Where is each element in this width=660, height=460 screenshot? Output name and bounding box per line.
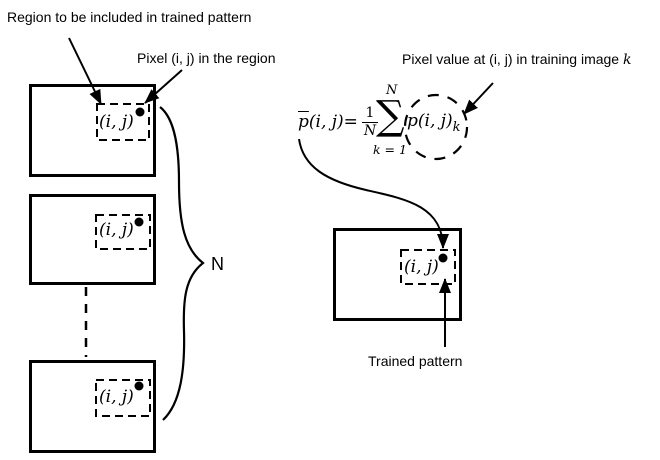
region-label-arrow — [68, 37, 102, 105]
cell-label-2: (i, j) — [99, 220, 134, 240]
formula-mean-term: p(i, j)= — [298, 112, 358, 132]
training-image-2-rect — [29, 194, 156, 285]
formula-sum-upper-limit: N — [386, 83, 398, 98]
pixel-region-box-1 — [96, 103, 150, 141]
formula-fraction-denominator: N — [363, 123, 377, 139]
pixel-value-label: Pixel value at (i, j) in training image … — [402, 51, 631, 68]
n-images-brace — [159, 106, 205, 421]
pixel-in-region-label: Pixel (i, j) in the region — [137, 50, 276, 66]
trained-pattern-label: Trained pattern — [368, 353, 463, 369]
pixel-value-label-k: k — [623, 52, 632, 68]
pixel-region-box-n — [95, 379, 151, 417]
cell-label-1: (i, j) — [99, 112, 134, 132]
training-image-1-rect — [29, 84, 156, 177]
pixel-dot-1 — [135, 107, 145, 117]
formula-sum-lower-limit: k = 1 — [373, 142, 407, 157]
formula-fraction-bar — [362, 122, 378, 123]
formula-term-subscript: k — [452, 120, 461, 135]
term-dashed-circle — [403, 93, 469, 161]
formula-mean-args: (i, j)= — [308, 112, 358, 132]
pixel-region-box-trained — [400, 249, 456, 285]
n-count-label: N — [211, 254, 224, 274]
formula-fraction: 1 N — [361, 106, 379, 139]
training-image-n-rect — [29, 360, 156, 453]
formula-to-pattern-curve-arrow — [298, 138, 449, 249]
pixel-value-label-arrow — [463, 82, 494, 115]
formula-sum-symbol: ∑ — [376, 93, 405, 139]
cell-label-trained: (i, j) — [404, 257, 439, 277]
formula-fraction-numerator: 1 — [365, 105, 375, 121]
cell-label-n: (i, j) — [99, 387, 134, 407]
pixel-dot-n — [134, 381, 144, 391]
trained-pattern-rect — [333, 228, 462, 321]
region-label: Region to be included in trained pattern — [7, 9, 252, 25]
pixel-label-arrow — [144, 69, 183, 104]
formula-term-body: p(i, j) — [407, 111, 453, 131]
pixel-dot-2 — [134, 217, 144, 227]
pixel-dot-trained — [438, 253, 448, 263]
formula-p-bar: p — [298, 112, 309, 132]
formula-term: p(i, j)k — [407, 111, 461, 135]
pixel-value-label-text: Pixel value at (i, j) in training image — [402, 51, 623, 67]
pixel-region-box-2 — [95, 214, 151, 250]
